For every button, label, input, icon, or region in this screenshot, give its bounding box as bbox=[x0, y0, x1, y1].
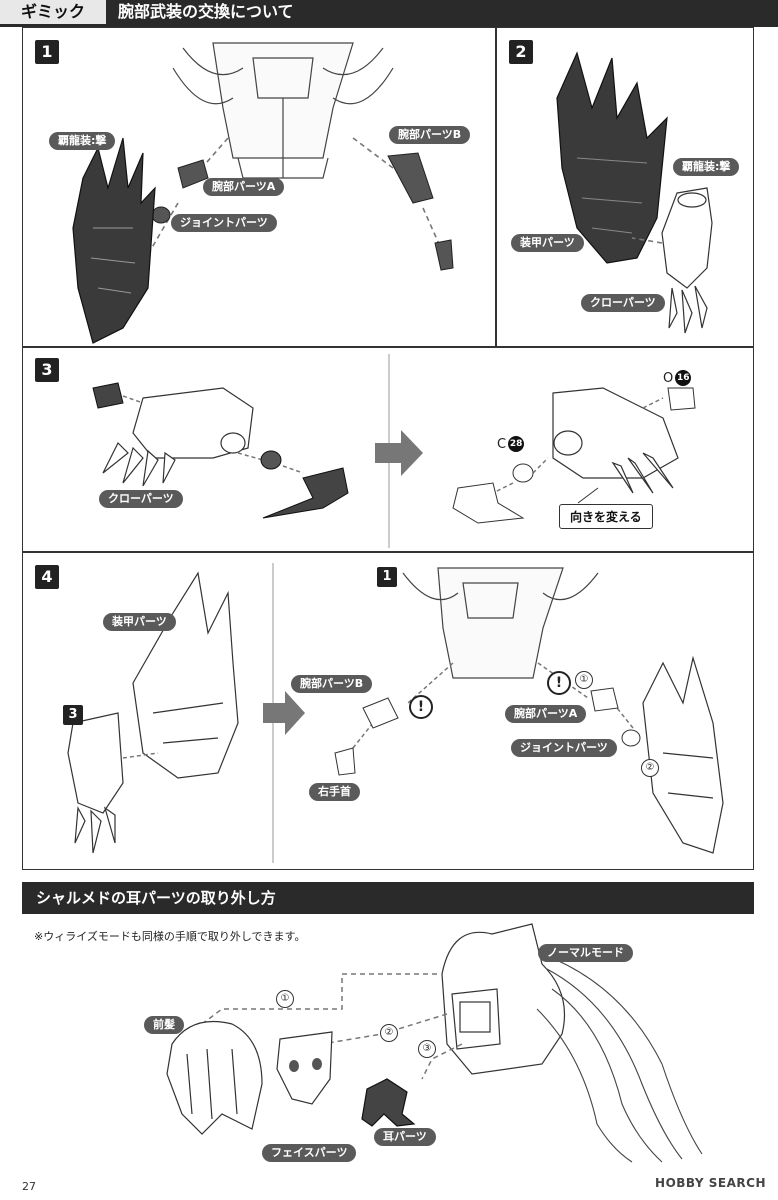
ear-step-circle-2: ② bbox=[380, 1024, 398, 1042]
arm-part-b-label: 腕部パーツB bbox=[389, 126, 471, 144]
ear-section-note: ※ウィライズモードも同様の手順で取り外しできます。 bbox=[34, 930, 306, 943]
page-title: 腕部武装の交換について bbox=[118, 2, 294, 21]
arm-part-a-label: 腕部パーツA bbox=[203, 178, 285, 196]
ear-section-bar bbox=[22, 882, 754, 914]
ear-step-circle-1: ① bbox=[276, 990, 294, 1008]
step-number-4: 4 bbox=[35, 565, 59, 589]
joint-part-label: ジョイントパーツ bbox=[171, 214, 277, 232]
ear-parts-label: 耳パーツ bbox=[374, 1128, 436, 1146]
ref-step-3: 3 bbox=[63, 705, 83, 725]
circle-16-letter: O bbox=[663, 370, 674, 386]
armor-part-label-4: 装甲パーツ bbox=[103, 613, 176, 631]
step-2-illustration bbox=[556, 51, 713, 334]
order-circle-1: ① bbox=[575, 671, 593, 689]
right-wrist-label: 右手首 bbox=[309, 783, 360, 801]
ear-removal-illustration bbox=[166, 923, 703, 1163]
step-number-3: 3 bbox=[35, 358, 59, 382]
hobby-search-watermark: HOBBY SEARCH bbox=[655, 1176, 766, 1190]
bangs-label: 前髪 bbox=[144, 1016, 184, 1034]
arm-part-a-label-4: 腕部パーツA bbox=[505, 705, 587, 723]
ref-step-1: 1 bbox=[377, 567, 397, 587]
circle-28-number: 28 bbox=[508, 436, 525, 452]
ear-section-title: シャルメドの耳パーツの取り外し方 bbox=[36, 889, 276, 907]
face-parts-label: フェイスパーツ bbox=[262, 1144, 357, 1162]
step-4-panel: 4 装甲パ bbox=[22, 552, 754, 870]
gimmick-tab: ギミック bbox=[0, 0, 108, 24]
step-3-panel: 3 クローパーツ bbox=[22, 347, 754, 552]
ear-step-circle-3: ③ bbox=[418, 1040, 436, 1058]
step-1-illustration bbox=[72, 42, 454, 344]
circle-28-callout: C 28 bbox=[497, 436, 525, 452]
page-number: 27 bbox=[22, 1180, 36, 1193]
change-orientation-label: 向きを変える bbox=[559, 504, 653, 529]
normal-mode-label: ノーマルモード bbox=[538, 944, 633, 962]
haoryu-label: 覇龍装:撃 bbox=[49, 132, 116, 150]
circle-28-letter: C bbox=[497, 436, 507, 452]
circle-16-callout: O 16 bbox=[663, 370, 692, 386]
step-1-panel: 1 覇龍装:撃 腕部パ bbox=[22, 27, 496, 347]
armor-part-label: 装甲パーツ bbox=[511, 234, 584, 252]
arm-part-b-label-4: 腕部パーツB bbox=[291, 675, 373, 693]
header-bar bbox=[0, 0, 778, 27]
circle-16-number: 16 bbox=[675, 370, 692, 386]
warning-icon-left: ! bbox=[409, 695, 433, 719]
step-number-1: 1 bbox=[35, 40, 59, 64]
step-2-panel: 2 覇龍装:撃 装甲パーツ クローパーツ bbox=[496, 27, 754, 347]
claw-part-label: クローパーツ bbox=[581, 294, 665, 312]
warning-icon-right: ! bbox=[547, 671, 571, 695]
claw-part-label-3: クローパーツ bbox=[99, 490, 183, 508]
step-3-illustration bbox=[92, 354, 696, 548]
step-4-illustration bbox=[67, 563, 724, 863]
step-number-2: 2 bbox=[509, 40, 533, 64]
joint-part-label-4: ジョイントパーツ bbox=[511, 739, 617, 757]
haoryu-label-2: 覇龍装:撃 bbox=[673, 158, 740, 176]
order-circle-2: ② bbox=[641, 759, 659, 777]
